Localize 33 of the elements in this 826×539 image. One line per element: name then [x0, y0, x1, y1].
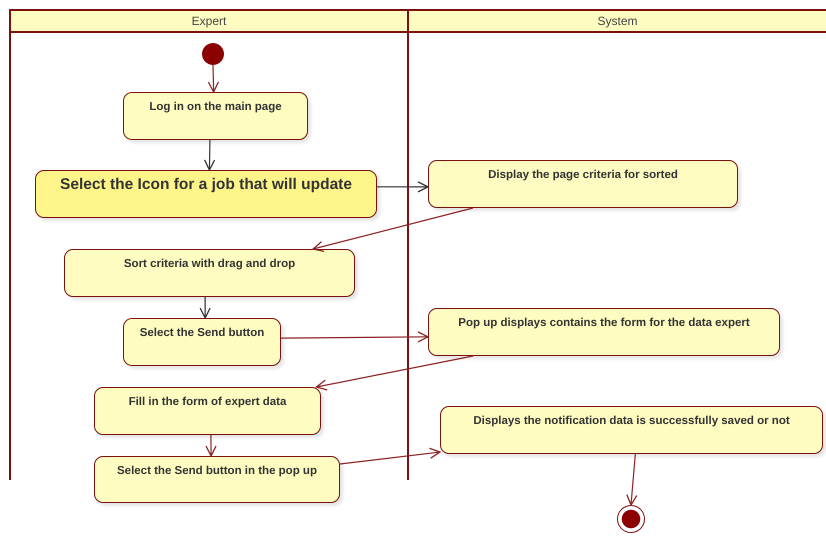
action-box: [35, 170, 377, 218]
arrow: [208, 64, 220, 93]
swimlane: [9, 9, 409, 480]
action-label: Fill in the form of expert data: [128, 395, 288, 410]
action-box: [440, 406, 823, 454]
action-box: [428, 308, 780, 356]
action-box: [64, 249, 355, 297]
arrow: [281, 331, 429, 343]
action-label: Select the Send button in the pop up: [116, 464, 318, 479]
arrow: [200, 297, 211, 319]
action-box: [123, 318, 281, 366]
action-label: Display the page criteria for sorted: [487, 168, 679, 183]
arrow: [626, 454, 638, 506]
action-label: Pop up displays contains the form for the data expert: [457, 316, 751, 331]
action-box: [428, 160, 738, 208]
action-label: Select the Send button: [138, 326, 266, 341]
arrow: [204, 140, 216, 171]
arrow: [205, 435, 217, 457]
action-label: Displays the notification data is successfully saved or not: [472, 414, 791, 429]
action-label: Sort criteria with drag and drop: [122, 257, 296, 272]
action-box: [123, 92, 308, 140]
arrow: [316, 355, 474, 391]
arrow: [312, 207, 474, 252]
lane-header: Expert: [11, 11, 407, 33]
action-label: Select the Icon for a job that will update: [59, 175, 353, 195]
action-label: Log in on the main page: [148, 100, 283, 115]
final-node: [617, 505, 645, 533]
arrow: [377, 181, 429, 193]
action-box: [94, 456, 340, 503]
lane-header: System: [409, 11, 826, 33]
initial-node: [202, 43, 224, 65]
action-box: [94, 387, 321, 435]
arrow: [340, 448, 441, 465]
